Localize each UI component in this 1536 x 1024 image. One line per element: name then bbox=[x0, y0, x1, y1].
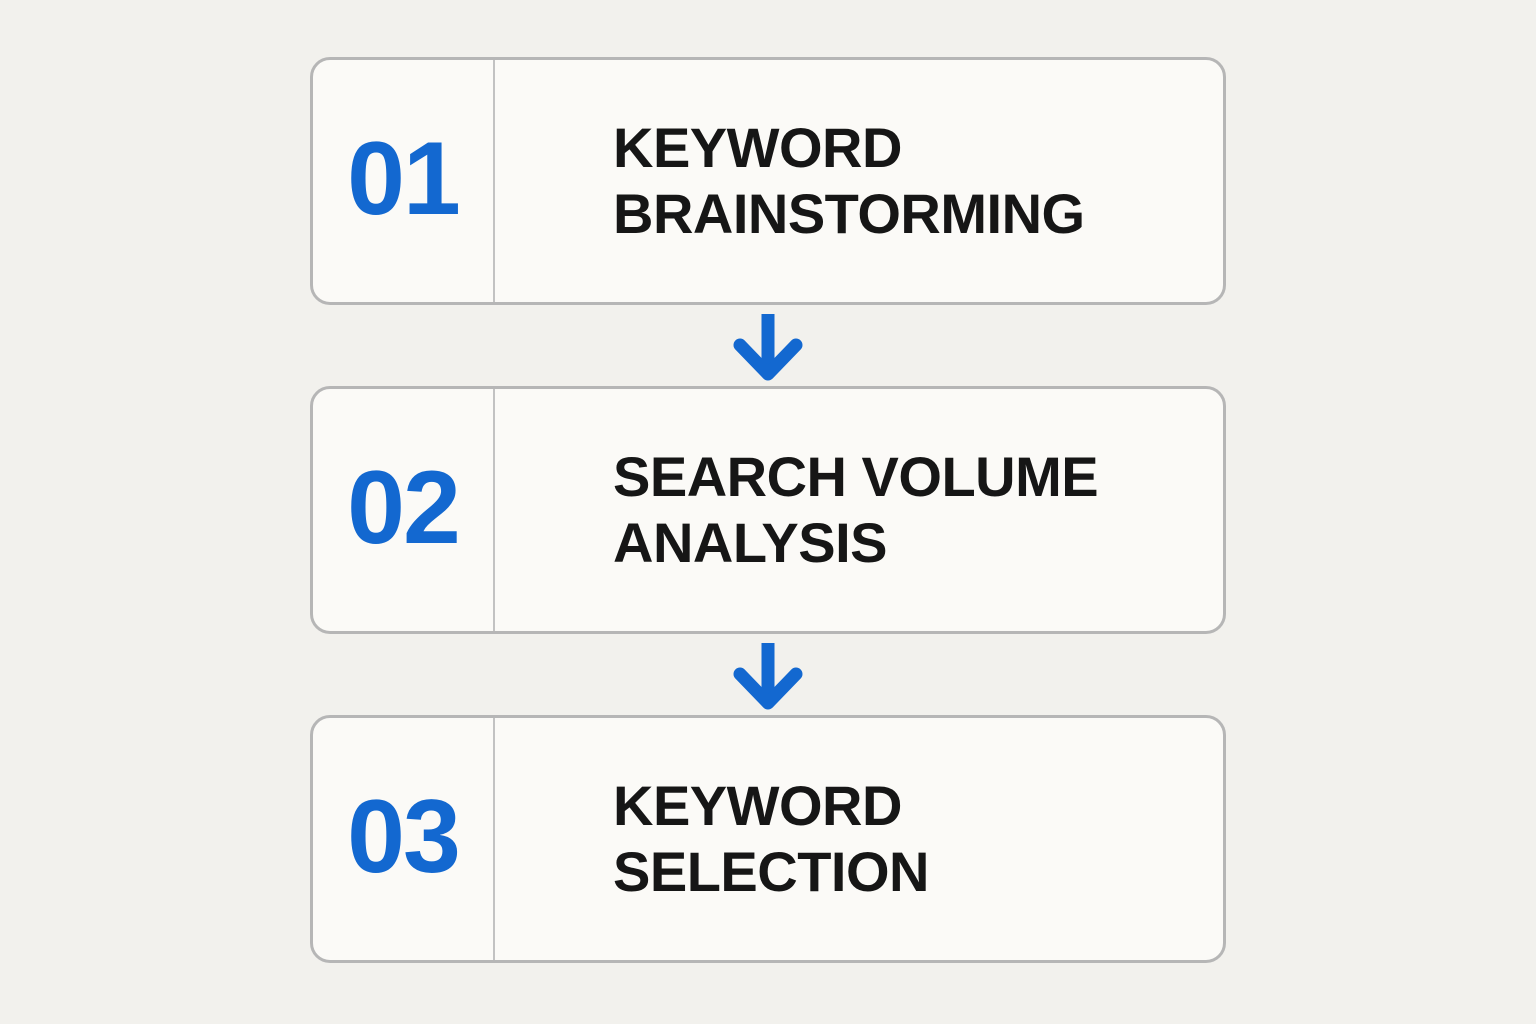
connector-zone bbox=[310, 305, 1226, 386]
process-flow-diagram: 01 KEYWORD BRAINSTORMING 02 SEARCH VOLUM… bbox=[310, 0, 1226, 963]
step-card-3: 03 KEYWORD SELECTION bbox=[310, 715, 1226, 963]
step-number-cell: 01 bbox=[313, 60, 495, 302]
step-number: 03 bbox=[347, 779, 461, 895]
step-number-cell: 02 bbox=[313, 389, 495, 631]
connector-zone bbox=[310, 634, 1226, 715]
step-title: SEARCH VOLUME ANALYSIS bbox=[613, 445, 1099, 574]
step-title: KEYWORD BRAINSTORMING bbox=[613, 116, 1085, 245]
step-title: KEYWORD SELECTION bbox=[613, 774, 929, 903]
step-card-2: 02 SEARCH VOLUME ANALYSIS bbox=[310, 386, 1226, 634]
step-number: 01 bbox=[347, 121, 461, 237]
step-number-cell: 03 bbox=[313, 718, 495, 960]
step-title-cell: KEYWORD SELECTION bbox=[495, 718, 1223, 960]
down-arrow-icon bbox=[730, 311, 806, 381]
down-arrow-icon bbox=[730, 640, 806, 710]
step-title-cell: KEYWORD BRAINSTORMING bbox=[495, 60, 1223, 302]
step-title-cell: SEARCH VOLUME ANALYSIS bbox=[495, 389, 1223, 631]
step-card-1: 01 KEYWORD BRAINSTORMING bbox=[310, 57, 1226, 305]
step-number: 02 bbox=[347, 450, 461, 566]
